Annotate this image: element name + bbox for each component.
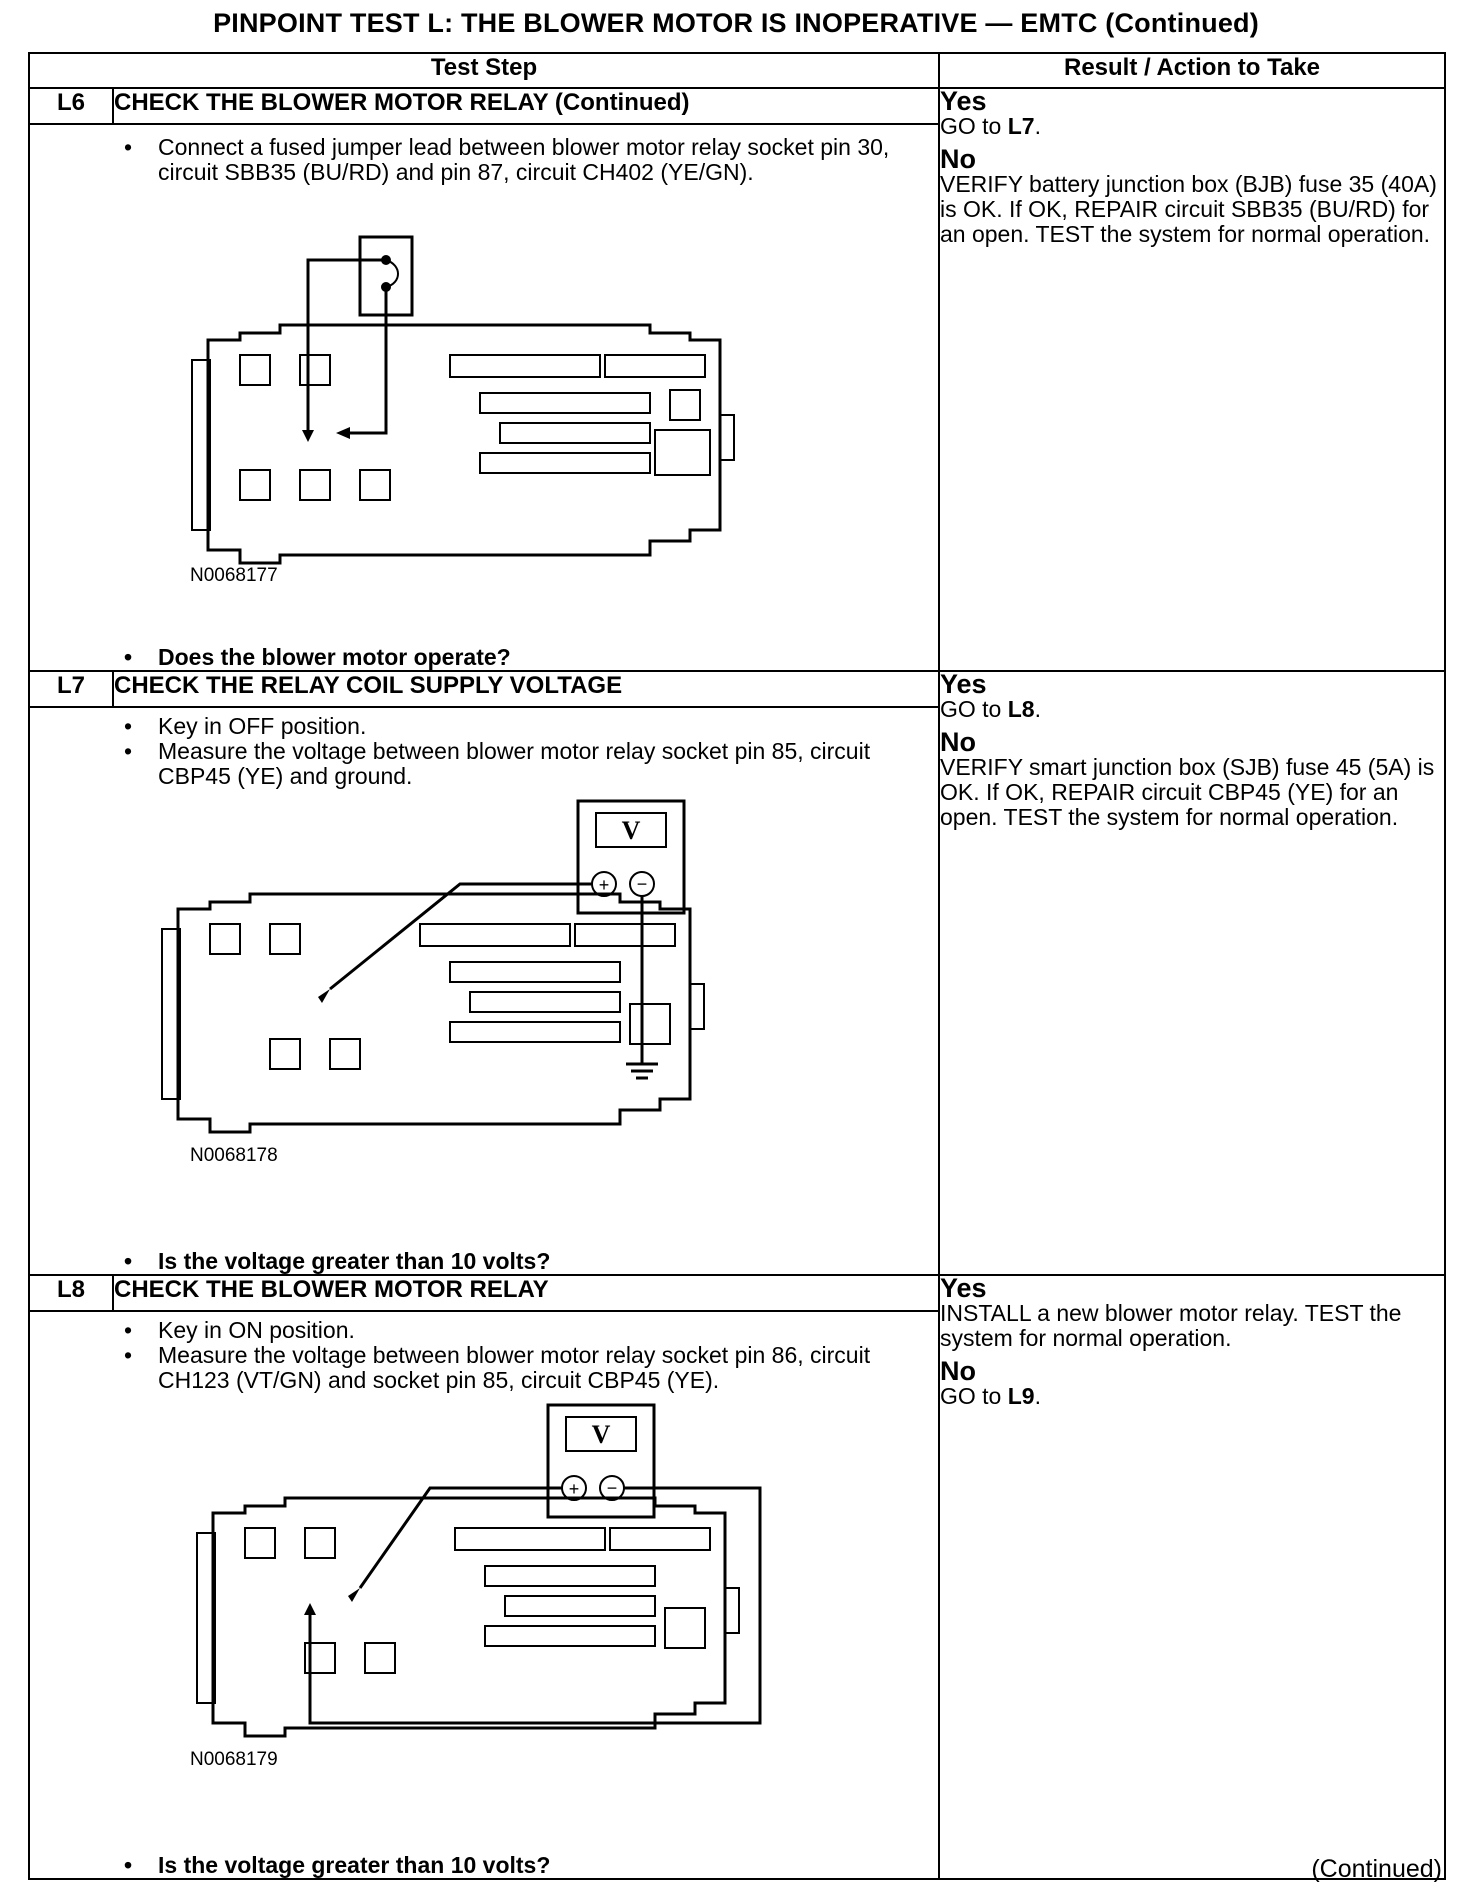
continued-footer: (Continued) [1311, 1855, 1442, 1883]
instruction-item: •Key in ON position. [124, 1317, 355, 1343]
page-title: PINPOINT TEST L: THE BLOWER MOTOR IS INO… [213, 8, 1259, 38]
meter-label: V [592, 1420, 611, 1449]
step-l7-result: Yes GO to L8. No VERIFY smart junction b… [938, 669, 1446, 1276]
instruction-item: •Key in OFF position. [124, 713, 367, 739]
yes-label: Yes [940, 1273, 987, 1303]
jumper-diagram [191, 235, 735, 565]
voltmeter-to-ground-diagram: V + − [161, 799, 705, 1134]
yes-action: INSTALL a new blower motor relay. TEST t… [940, 1300, 1402, 1351]
question: •Does the blower motor operate? [124, 644, 511, 670]
no-label: No [940, 727, 976, 757]
step-l7-title-row: L7 CHECK THE RELAY COIL SUPPLY VOLTAGE Y… [28, 670, 1446, 1276]
step-id: L8 [28, 1274, 114, 1312]
figure-l6: N0068177 [30, 185, 938, 645]
step-l8-result: Yes INSTALL a new blower motor relay. TE… [938, 1273, 1446, 1880]
instruction-item: •Measure the voltage between blower moto… [124, 1342, 871, 1393]
svg-text:−: − [607, 1478, 618, 1498]
step-l6-body-row: •Connect a fused jumper lead between blo… [28, 123, 1445, 672]
figure-l8: V + − N0068179 [30, 1393, 938, 1823]
result-header: Result / Action to Take [938, 52, 1446, 89]
table-header-row: Test Step Result / Action to Take [28, 52, 1446, 89]
svg-text:+: + [599, 875, 610, 895]
no-label: No [940, 1356, 976, 1386]
step-title: CHECK THE BLOWER MOTOR RELAY (Continued) [112, 87, 940, 125]
step-id: L7 [28, 670, 114, 708]
question: •Is the voltage greater than 10 volts? [124, 1248, 551, 1274]
step-id: L6 [28, 87, 114, 125]
step-l7-body: •Key in OFF position. •Measure the volta… [28, 706, 940, 1276]
step-l6-body: •Connect a fused jumper lead between blo… [28, 123, 940, 672]
svg-text:−: − [637, 874, 648, 894]
meter-label: V [622, 816, 641, 845]
svg-text:+: + [569, 1479, 580, 1499]
figure-id: N0068177 [190, 565, 278, 586]
yes-action: GO to L8. [940, 696, 1041, 722]
yes-label: Yes [940, 669, 987, 699]
step-l8-body: •Key in ON position. •Measure the voltag… [28, 1310, 940, 1880]
step-l8-title-row: L8 CHECK THE BLOWER MOTOR RELAY Yes INST… [28, 1274, 1446, 1880]
figure-id: N0068179 [190, 1749, 278, 1770]
pinpoint-test-table: Test Step Result / Action to Take L6 CHE… [28, 52, 1446, 1880]
question: •Is the voltage greater than 10 volts? [124, 1852, 551, 1878]
figure-id: N0068178 [190, 1145, 278, 1166]
step-title: CHECK THE RELAY COIL SUPPLY VOLTAGE [112, 670, 940, 708]
step-l8-body-row: •Key in ON position. •Measure the voltag… [28, 1310, 1445, 1880]
step-l6-result: Yes GO to L7. No VERIFY battery junction… [938, 86, 1446, 672]
no-label: No [940, 144, 976, 174]
step-l6-title-row: L6 CHECK THE BLOWER MOTOR RELAY (Continu… [28, 87, 1446, 672]
instruction-item: •Measure the voltage between blower moto… [124, 738, 871, 789]
no-action: VERIFY battery junction box (BJB) fuse 3… [940, 171, 1437, 247]
no-action: VERIFY smart junction box (SJB) fuse 45 … [940, 754, 1435, 830]
voltmeter-across-pins-diagram: V + − [196, 1403, 762, 1738]
step-l7-body-row: •Key in OFF position. •Measure the volta… [28, 706, 1445, 1276]
instruction-item: •Connect a fused jumper lead between blo… [124, 134, 890, 185]
yes-action: GO to L7. [940, 113, 1041, 139]
no-action: GO to L9. [940, 1383, 1041, 1409]
yes-label: Yes [940, 86, 987, 116]
step-title: CHECK THE BLOWER MOTOR RELAY [112, 1274, 940, 1312]
figure-l7: V + − N0068178 [30, 789, 938, 1219]
test-step-header: Test Step [28, 52, 940, 89]
